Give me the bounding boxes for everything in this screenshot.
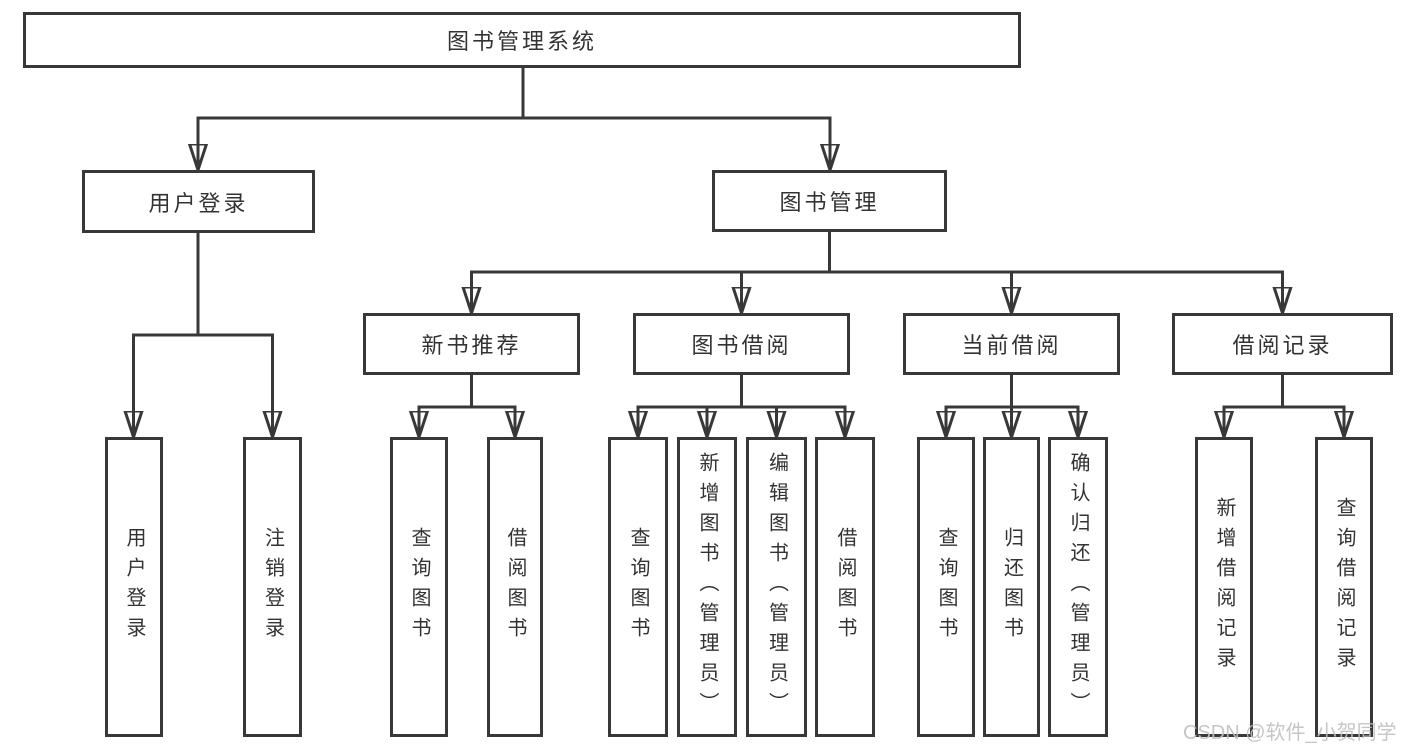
leaf-logout-login: 注销登录 (243, 437, 302, 737)
leaf-label: 借阅图书 (504, 527, 526, 647)
leaf-label: 注销登录 (261, 527, 284, 647)
leaf-return-books: 归还图书 (983, 437, 1040, 737)
node-library-management-system: 图书管理系统 (23, 12, 1021, 68)
leaf-label: 新增借阅记录 (1213, 497, 1235, 677)
node-label: 当前借阅 (961, 333, 1062, 358)
leaf-add-books-admin: 新增图书（管理员） (677, 437, 737, 737)
leaf-add-borrow-record: 新增借阅记录 (1195, 437, 1253, 737)
leaf-query-books-recommend: 查询图书 (390, 437, 448, 737)
node-label: 图书借阅 (691, 333, 792, 358)
leaf-query-books-current: 查询图书 (917, 437, 975, 737)
node-label: 图书管理 (779, 190, 880, 215)
node-book-borrowing: 图书借阅 (633, 313, 850, 375)
node-label: 借阅记录 (1232, 333, 1333, 358)
node-new-book-recommendation: 新书推荐 (363, 313, 580, 375)
leaf-confirm-return-admin: 确认归还（管理员） (1048, 437, 1108, 737)
node-current-borrowing: 当前借阅 (903, 313, 1120, 375)
leaf-user-login: 用户登录 (105, 437, 163, 737)
leaf-edit-books-admin: 编辑图书（管理员） (746, 437, 807, 737)
node-label: 新书推荐 (421, 333, 522, 358)
leaf-label: 用户登录 (123, 527, 145, 647)
leaf-borrow-books-recommend: 借阅图书 (487, 437, 543, 737)
node-user-login: 用户登录 (82, 170, 315, 233)
leaf-label: 归还图书 (1000, 527, 1023, 647)
leaf-query-books-borrow: 查询图书 (608, 437, 668, 737)
leaf-label: 查询图书 (408, 527, 430, 647)
leaf-label: 新增图书（管理员） (696, 452, 718, 722)
leaf-label: 编辑图书（管理员） (765, 452, 788, 722)
leaf-label: 查询图书 (627, 527, 649, 647)
node-book-management: 图书管理 (712, 170, 947, 232)
leaf-borrow-books: 借阅图书 (815, 437, 875, 737)
csdn-watermark: CSDN @软件_小贺同学 (1183, 722, 1397, 744)
leaf-label: 查询图书 (935, 527, 957, 647)
leaf-query-borrow-record: 查询借阅记录 (1315, 437, 1373, 737)
node-label: 用户登录 (148, 190, 249, 216)
node-label: 图书管理系统 (446, 29, 597, 54)
leaf-label: 借阅图书 (834, 527, 856, 647)
node-borrowing-records: 借阅记录 (1172, 313, 1393, 375)
leaf-label: 确认归还（管理员） (1067, 452, 1089, 722)
leaf-label: 查询借阅记录 (1333, 497, 1355, 677)
